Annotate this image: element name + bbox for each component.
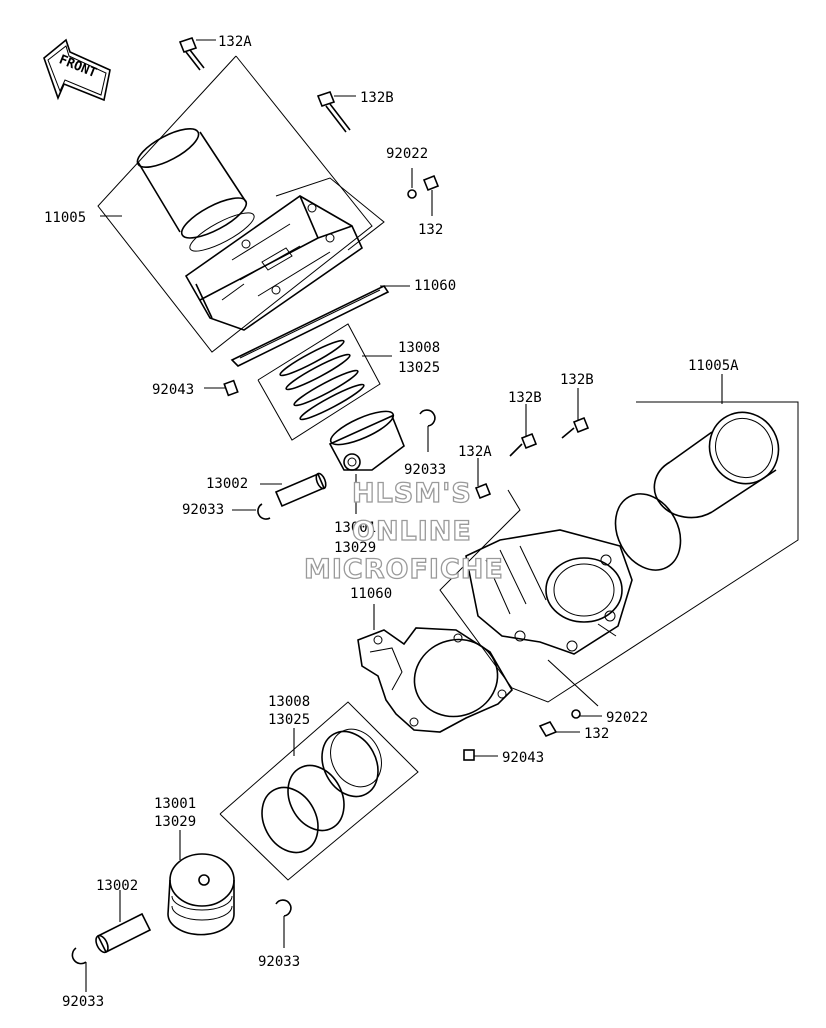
upper-dowel [223,379,239,397]
label-upper-11060: 11060 [414,278,456,294]
lower-piston-pin [95,912,152,954]
lower-bolt-132B-a [509,432,538,457]
upper-cylinder-block [184,195,364,331]
lower-circlip-left [71,947,87,965]
label-upper-13001: 13001 [334,520,376,536]
label-upper-92033-a: 92033 [404,462,446,478]
label-lower-13029: 13029 [154,814,196,830]
label-lower-132B-a: 132B [560,372,594,388]
label-upper-132: 132 [418,222,443,238]
label-upper-92043: 92043 [152,382,194,398]
lower-head-gasket [357,627,514,733]
label-lower-92033-a: 92033 [258,954,300,970]
label-upper-92033-b: 92033 [182,502,224,518]
upper-cylinder-group-box [97,55,373,353]
label-upper-13008: 13008 [398,340,440,356]
upper-block-box [275,177,385,251]
label-upper-132A: 132A [218,34,252,50]
label-upper-13025: 13025 [398,360,440,376]
lower-ring-set-box [219,701,419,881]
upper-bolt-132B [316,91,351,133]
label-upper-13029: 13029 [334,540,376,556]
lower-bolt-132A [474,482,492,500]
upper-bolt-132A [178,37,205,71]
label-lower-11005A: 11005A [688,358,739,374]
upper-piston-rings [279,339,365,421]
upper-cylinder-liner [136,128,255,252]
watermark-line-3: MICROFICHE [304,554,504,585]
upper-piston-pin [274,472,327,508]
upper-leaders [100,39,433,514]
lower-sealing-ring [614,493,682,571]
watermark-line-2: ONLINE [352,516,472,547]
label-upper-11005: 11005 [44,210,86,226]
lower-piston [167,853,235,936]
label-upper-92022: 92022 [386,146,428,162]
label-lower-11060: 11060 [350,586,392,602]
upper-piston [328,410,405,471]
watermark: HLSM'S ONLINE MICROFICHE [303,477,504,585]
label-upper-13002: 13002 [206,476,248,492]
label-lower-92022: 92022 [606,710,648,726]
watermark-line-1: HLSM'S [352,478,472,509]
upper-circlip-left [257,503,271,520]
lower-bolt-132B-b [561,416,590,439]
lower-leaders [85,374,723,992]
upper-bolt-132 [422,174,440,192]
lower-circlip-right [275,899,292,917]
lower-cylinder-group-box [439,401,799,703]
label-lower-132B-b: 132B [508,390,542,406]
label-lower-132: 132 [584,726,609,742]
lower-piston-rings [261,728,382,854]
upper-head-gasket [230,284,390,367]
label-lower-92043: 92043 [502,750,544,766]
upper-circlip-right [419,409,436,427]
lower-cylinder-block [465,529,633,655]
label-lower-92033-b: 92033 [62,994,104,1010]
label-lower-132A: 132A [458,444,492,460]
front-arrow-icon: FRONT [43,38,111,102]
upper-ring-set-box [257,323,381,441]
upper-washer-92022 [407,189,417,199]
label-upper-132B: 132B [360,90,394,106]
lower-bolt-132 [538,721,558,737]
label-lower-13008: 13008 [268,694,310,710]
lower-dowel [463,749,475,761]
label-lower-13025: 13025 [268,712,310,728]
label-lower-13002: 13002 [96,878,138,894]
label-lower-13001: 13001 [154,796,196,812]
lower-cylinder-liner [653,411,780,519]
lower-washer-92022 [571,709,581,719]
